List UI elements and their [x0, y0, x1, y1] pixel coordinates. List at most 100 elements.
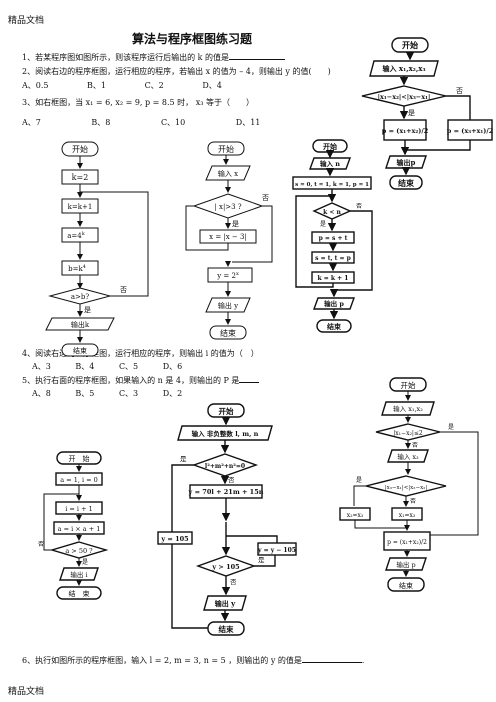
fc-q4-s1-label: i = i + 1 [65, 505, 92, 513]
fc3-input [369, 60, 439, 77]
fc2-no-label: 否 [262, 194, 269, 202]
fc-q6-left-label: y = 105 [160, 535, 189, 543]
fc-r2-output-label: 输出 p [396, 560, 415, 569]
fc-q4-output [59, 567, 99, 581]
option: B、1 [87, 81, 107, 90]
fc-r2-input2-label: 输入 x₃ [397, 452, 419, 461]
fc-q4-output-label: 输出 i [70, 570, 87, 579]
fc-q6-group: 开始 输入 非负整数 l, m, n l²+m²+n²=0 是 否 y = 70… [157, 403, 297, 636]
fc-r2-end [387, 577, 425, 592]
fc1-step-label: k=k+1 [68, 203, 93, 211]
fc-q6-yes-label: 是 [180, 455, 187, 463]
fc-q5-yes-label: 是 [320, 221, 326, 228]
fc2-output-label: 输出 y [218, 301, 238, 310]
fc3-end [389, 175, 423, 190]
fc-q5-output [313, 297, 355, 310]
fc1-start-label: 开始 [72, 144, 88, 154]
page-footer: 精品文档 [8, 687, 45, 697]
fc3-output [385, 155, 427, 169]
fc-q5-no-label: 否 [356, 203, 362, 210]
fc-q6-input-label: 输入 非负整数 l, m, n [192, 429, 259, 438]
fc-q4-yes-label: 是 [82, 559, 88, 566]
fc3-group: 开始 输入 x₁,x₂,x₃ |x₁−x₂|<|x₃−x₁| 否 是 p = (… [361, 37, 493, 190]
fc3-end-label: 结束 [398, 178, 415, 188]
fc-q6-end [207, 621, 245, 636]
fc-q5-end [316, 319, 352, 333]
fc-q6-output-label: 输出 y [215, 599, 236, 608]
fc-r2-input-label: 输入 x₁,x₂ [393, 404, 423, 413]
question-3: 3、如右框图，当 x₁ = 6, x₂ = 9, p = 8.5 时， x₃ 等… [22, 98, 254, 107]
question-6: 6、执行如图所示的程序框图，输入 l = 2, m = 3, n = 5 ，则输… [22, 656, 365, 665]
fc2-group: 开始 输入 x | x|>3 ? 否 是 x = |x − 3| y = 2x … [185, 141, 273, 340]
fc-q6-end-label: 结束 [219, 624, 234, 634]
option: B、8 [91, 118, 111, 127]
fc3-right-label: p = (x₃+x₁)/2 [447, 127, 493, 135]
fc-q4-start-label: 开 始 [69, 454, 90, 463]
fc3-output-label: 输出p [397, 158, 416, 167]
fc-q5-input [309, 157, 351, 170]
question-4-options: A、3 B、4 C、5 D、6 [32, 361, 182, 372]
option: C、2 [144, 81, 164, 90]
fc-q6-left [157, 531, 193, 545]
page-header: 精品文档 [8, 16, 45, 26]
fc2-input [205, 165, 251, 181]
fc-q5-start-label: 开始 [323, 142, 337, 151]
fc-q6-no-label: 否 [228, 476, 235, 484]
fc1-output [45, 317, 115, 331]
fc-q4-group: 开 始 a = 1, i = 0 i = i + 1 a = i × a + 1… [38, 451, 109, 600]
fc-q6-calc-label: y = 70l + 21m + 15n [188, 488, 264, 496]
fc-r2-group: 开始 输入 x₁,x₂ |x₁−x₂|≤2 是 否 输入 x₃ |x₃−x₁|<… [339, 377, 479, 592]
option: A、8 [32, 389, 51, 398]
page-title: 算法与程序框图练习题 [132, 32, 253, 46]
fc-q5-output-label: 输出 p [324, 299, 344, 308]
fc-q5-end-label: 结束 [326, 322, 342, 331]
fc2-start-label: 开始 [218, 144, 234, 154]
fc1-output-label: 输出k [71, 320, 90, 329]
fc-q6-output [203, 595, 247, 611]
fc-q6-input [177, 425, 273, 441]
fc-q6-cond2-no: 否 [230, 578, 237, 586]
option: A、7 [22, 118, 41, 127]
fc2-output [205, 297, 251, 313]
fc-q6-cond2-yes: 是 [258, 556, 265, 564]
option: D、6 [162, 362, 183, 371]
fc-q4-init-label: a = 1, i = 0 [60, 476, 98, 484]
fc2-end [209, 325, 247, 340]
fc-q6-start-label: 开始 [219, 406, 234, 416]
fc-r2-output [385, 557, 427, 571]
fc-r2-cond1-yes: 是 [448, 424, 454, 431]
fc1-group: 开始 k=2 k=k+1 a=4k b=k4 a>b? 否 是 输出k 结束 [45, 141, 149, 357]
fc-q4-end [56, 586, 102, 600]
fc3-cond-label: |x₁−x₂|<|x₃−x₁| [378, 93, 431, 101]
fc2-end-label: 结束 [220, 328, 236, 338]
fc-r2-start-label: 开始 [401, 380, 416, 390]
option: B、4 [75, 362, 95, 371]
fc2-yes-label: 是 [232, 220, 239, 228]
fc3-left-label: p = (x₁+x₂)/2 [382, 127, 428, 135]
fc2-assign-label: x = |x − 3| [209, 233, 247, 241]
fc-r2-l-label: x₂=x₃ [347, 512, 364, 519]
fc-q5-input-label: 输入 n [320, 159, 340, 168]
question-2-options: A、0.5 B、1 C、2 D、4 [22, 80, 222, 91]
fc-q6-cond1-label: l²+m²+n²=0 [205, 463, 245, 470]
fc-q6-cond2-label: y > 105 [211, 563, 240, 571]
fc-r2-cond2-yes: 是 [356, 477, 362, 484]
fc1-end-label: 结束 [73, 346, 87, 355]
fc-q4-no-label: 否 [38, 541, 44, 548]
fc-r2-input2 [387, 449, 429, 463]
option: C、10 [160, 118, 186, 127]
option: A、3 [32, 362, 51, 371]
fc1-init-label: k=2 [72, 173, 89, 182]
fc-r2-cond2-no: 否 [410, 498, 416, 505]
fc-r2-calc-label: p = (x₁+x₂)/2 [387, 539, 427, 546]
question-2: 2、阅读右边的程序框图，运行相应的程序，若输出 x 的值为 – 4，则输出 y … [22, 67, 331, 76]
option: C、3 [118, 389, 139, 398]
fc-q5-group: 开始 输入 n s = 0, t = 1, k = 1, p = 1 k < n… [292, 139, 373, 333]
fc-q4-s2-label: a = i × a + 1 [58, 525, 101, 533]
fc-r2-r-label: x₁=x₃ [399, 512, 416, 519]
question-5: 5、执行右面的程序框图，如果输入的 n 是 4，则输出的 P 是 [22, 375, 260, 386]
fc-q4-end-label: 结 束 [69, 589, 90, 598]
option: D、2 [162, 389, 183, 398]
fc3-input-label: 输入 x₁,x₂,x₃ [382, 64, 425, 73]
